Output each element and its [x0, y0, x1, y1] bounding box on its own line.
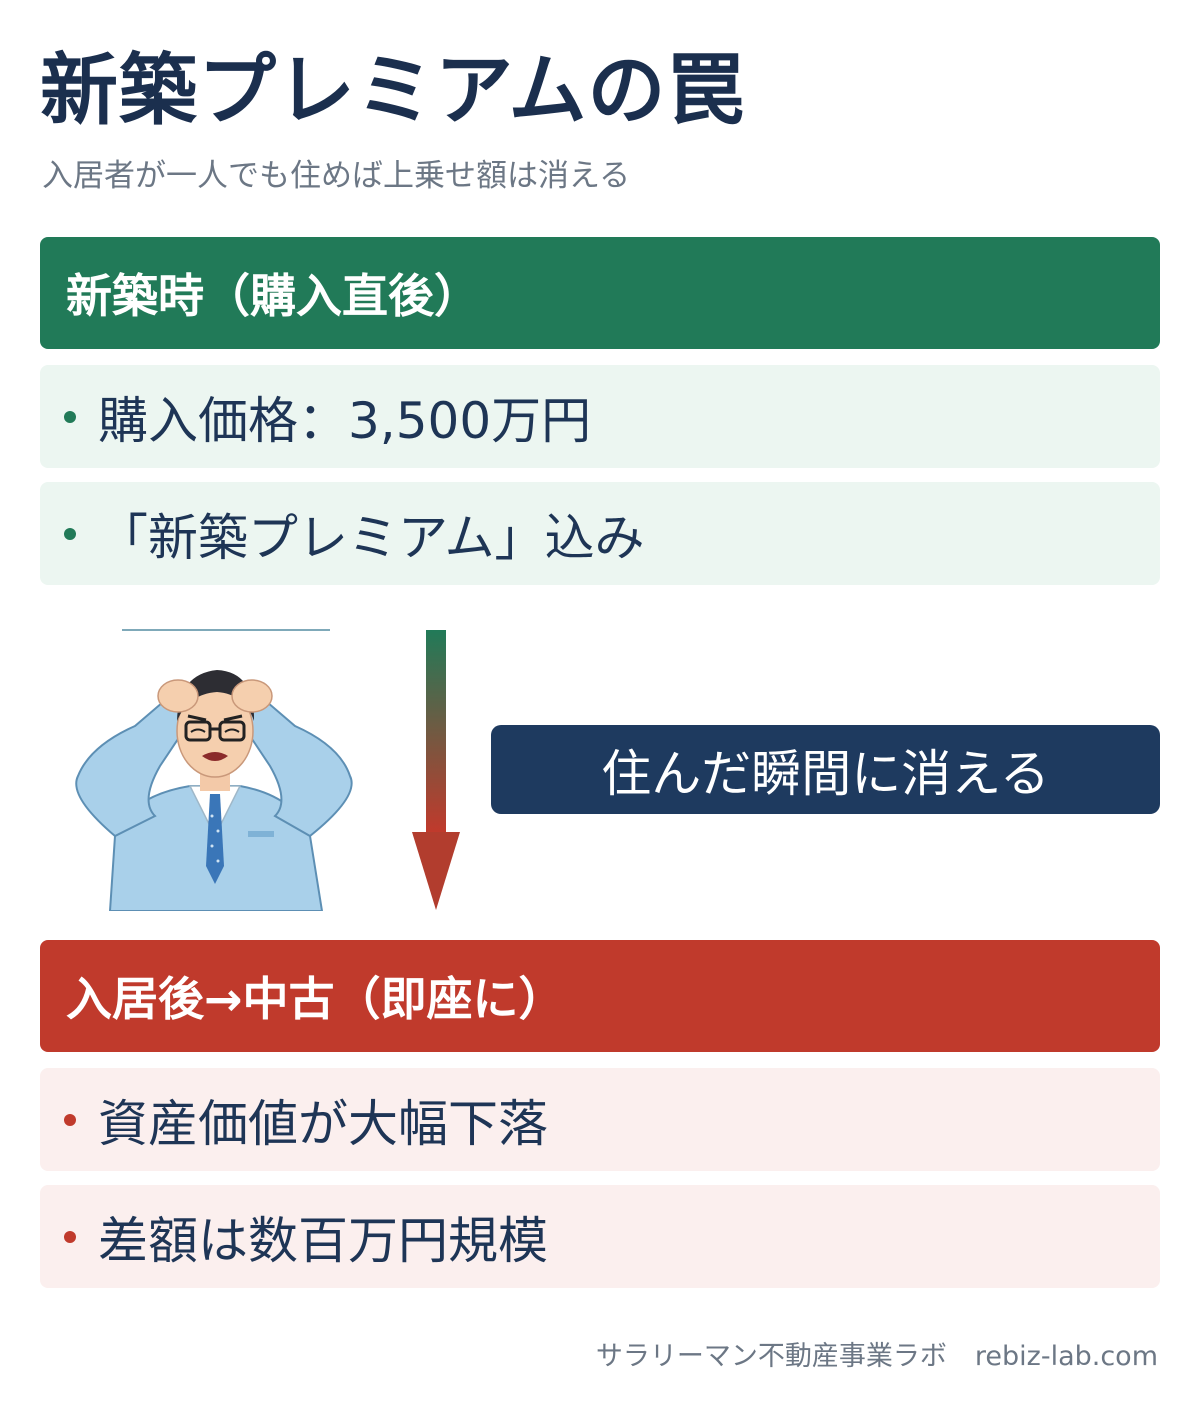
new-build-item-price: 購入価格：3,500万円 [40, 365, 1160, 468]
bullet-icon [64, 1230, 76, 1243]
after-item-value-drop: 資産価値が大幅下落 [40, 1068, 1160, 1171]
worried-businessman-illustration [75, 629, 353, 911]
after-item-difference: 差額は数百万円規模 [40, 1185, 1160, 1288]
item-text: 資産価値が大幅下落 [98, 1094, 548, 1153]
item-text: 購入価格：3,500万円 [98, 391, 592, 450]
item-text: 「新築プレミアム」込み [98, 508, 645, 567]
new-build-header: 新築時（購入直後） [40, 237, 1160, 349]
bullet-icon [64, 410, 76, 423]
bullet-icon [64, 527, 76, 540]
footer-site[interactable]: rebiz-lab.com [974, 1341, 1158, 1372]
footer-brand: サラリーマン不動産事業ラボ [595, 1341, 947, 1372]
down-arrow-icon [412, 630, 460, 910]
bullet-icon [64, 1113, 76, 1126]
footer: サラリーマン不動産事業ラボ rebiz-lab.com [596, 1334, 1158, 1373]
vanish-badge: 住んだ瞬間に消える [491, 725, 1160, 814]
new-build-item-premium: 「新築プレミアム」込み [40, 482, 1160, 585]
item-text: 差額は数百万円規模 [98, 1211, 548, 1270]
page-title: 新築プレミアムの罠 [40, 46, 746, 136]
after-move-in-header: 入居後→中古（即座に） [40, 940, 1160, 1052]
page-subtitle: 入居者が一人でも住めば上乗せ額は消える [42, 158, 631, 194]
